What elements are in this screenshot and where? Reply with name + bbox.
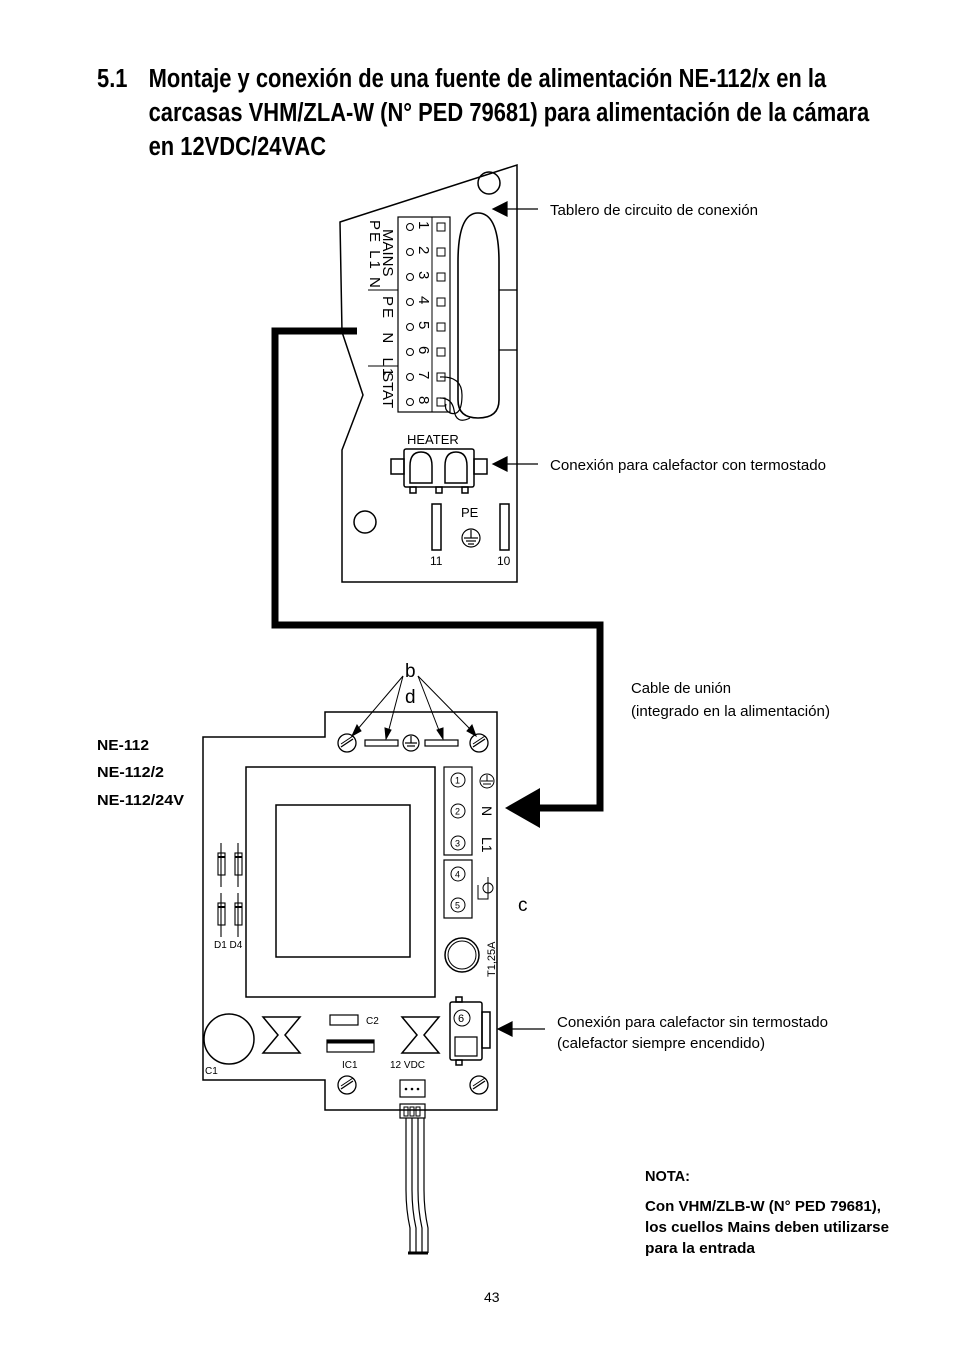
- board-terminal-8: 8: [406, 396, 446, 407]
- terminal-10-label: 10: [497, 554, 511, 568]
- model-ne-112: NE-112: [97, 737, 149, 754]
- section-number: 5.1: [97, 65, 128, 93]
- board-terminal-number: 3: [415, 271, 432, 279]
- board-terminal-number: 5: [415, 321, 432, 329]
- board-label-pe-l1-n: PE L1 N: [366, 220, 383, 290]
- board-terminal-number: 6: [415, 346, 432, 354]
- bd-pointer-arrows: [350, 675, 477, 741]
- psu-earth-icon: [479, 773, 495, 894]
- psu-terminal-number: 3: [455, 839, 460, 849]
- psu-terminal-6: 6: [453, 1009, 471, 1027]
- label-d: d: [405, 687, 416, 708]
- label-b: b: [405, 661, 416, 682]
- label-l1: L1: [479, 837, 495, 853]
- callout-arrows: [491, 201, 545, 1037]
- note-heading: NOTA:: [645, 1168, 690, 1185]
- board-label-pe-n-l1: PE N L1: [379, 296, 396, 378]
- psu-terminal-2: 2: [450, 803, 466, 819]
- callout-board: Tablero de circuito de conexión: [550, 202, 758, 219]
- label-12vdc: 12 VDC: [390, 1060, 425, 1071]
- terminal-11-label: 11: [430, 554, 443, 568]
- connection-board: [339, 163, 518, 583]
- board-terminal-rows: 1 2 3 4 5 6 7 8: [406, 221, 446, 407]
- label-n: N: [479, 806, 495, 816]
- board-terminal-number: 1: [415, 221, 432, 229]
- label-c1: C1: [205, 1066, 218, 1077]
- section-title: Montaje y conexión de una fuente de alim…: [148, 65, 870, 161]
- connector-dots: [404, 1087, 420, 1091]
- psu-terminal-3: 3: [450, 835, 466, 851]
- board-terminal-number: 8: [415, 396, 432, 404]
- psu-terminal-number: 6: [458, 1013, 464, 1025]
- label-diodes: D1 D4: [214, 940, 243, 951]
- callout-cable-1: Cable de unión: [631, 680, 731, 697]
- board-terminal-number: 4: [415, 296, 432, 304]
- label-ic1: IC1: [342, 1060, 358, 1071]
- callout-heater-thermo: Conexión para calefactor con termostado: [550, 457, 826, 474]
- board-label-mains: MAINS: [379, 229, 396, 277]
- psu-terminal-1: 1: [450, 772, 466, 788]
- page-number: 43: [484, 1289, 500, 1305]
- heater-label: HEATER: [407, 432, 459, 447]
- label-fuse: T1,25A: [486, 941, 498, 977]
- section-heading: 5.1 Montaje y conexión de una fuente de …: [97, 62, 869, 164]
- psu-terminal-circles: 1 2 3 4 5 6: [450, 772, 495, 1027]
- callout-heater-nothermo-1: Conexión para calefactor sin termostado: [557, 1014, 828, 1031]
- label-c: c: [518, 895, 528, 916]
- model-ne-112-2: NE-112/2: [97, 764, 164, 781]
- psu-terminal-number: 5: [455, 901, 460, 911]
- board-terminal-1: 1: [406, 221, 446, 232]
- callout-cable-2: (integrado en la alimentación): [631, 703, 830, 720]
- note-line-2: los cuellos Mains deben utilizarse: [645, 1219, 889, 1236]
- board-terminal-5: 5: [406, 321, 446, 332]
- power-supply-board: [202, 711, 498, 1255]
- pe-label: PE: [461, 505, 479, 520]
- psu-terminal-number: 4: [455, 870, 460, 880]
- note-line-3: para la entrada: [645, 1240, 756, 1257]
- psu-terminal-number: 1: [455, 776, 460, 786]
- model-ne-112-24v: NE-112/24V: [97, 792, 184, 809]
- board-terminal-6: 6: [406, 346, 446, 357]
- psu-terminal-number: 2: [455, 807, 460, 817]
- board-terminal-number: 2: [415, 246, 432, 254]
- psu-terminal-5: 5: [450, 897, 466, 913]
- board-terminal-7: 7: [406, 371, 446, 382]
- board-terminal-4: 4: [406, 296, 446, 307]
- board-terminal-2: 2: [406, 246, 446, 257]
- callout-heater-nothermo-2: (calefactor siempre encendido): [557, 1035, 765, 1052]
- board-terminal-number: 7: [415, 371, 432, 379]
- board-terminal-3: 3: [406, 271, 446, 282]
- connection-cable: [271, 327, 604, 812]
- label-c2: C2: [366, 1016, 379, 1027]
- psu-terminal-4: 4: [450, 866, 466, 882]
- board-label-stat: STAT: [379, 372, 396, 408]
- note-line-1: Con VHM/ZLB-W (N° PED 79681),: [645, 1198, 881, 1215]
- cable-arrowhead: [505, 788, 540, 828]
